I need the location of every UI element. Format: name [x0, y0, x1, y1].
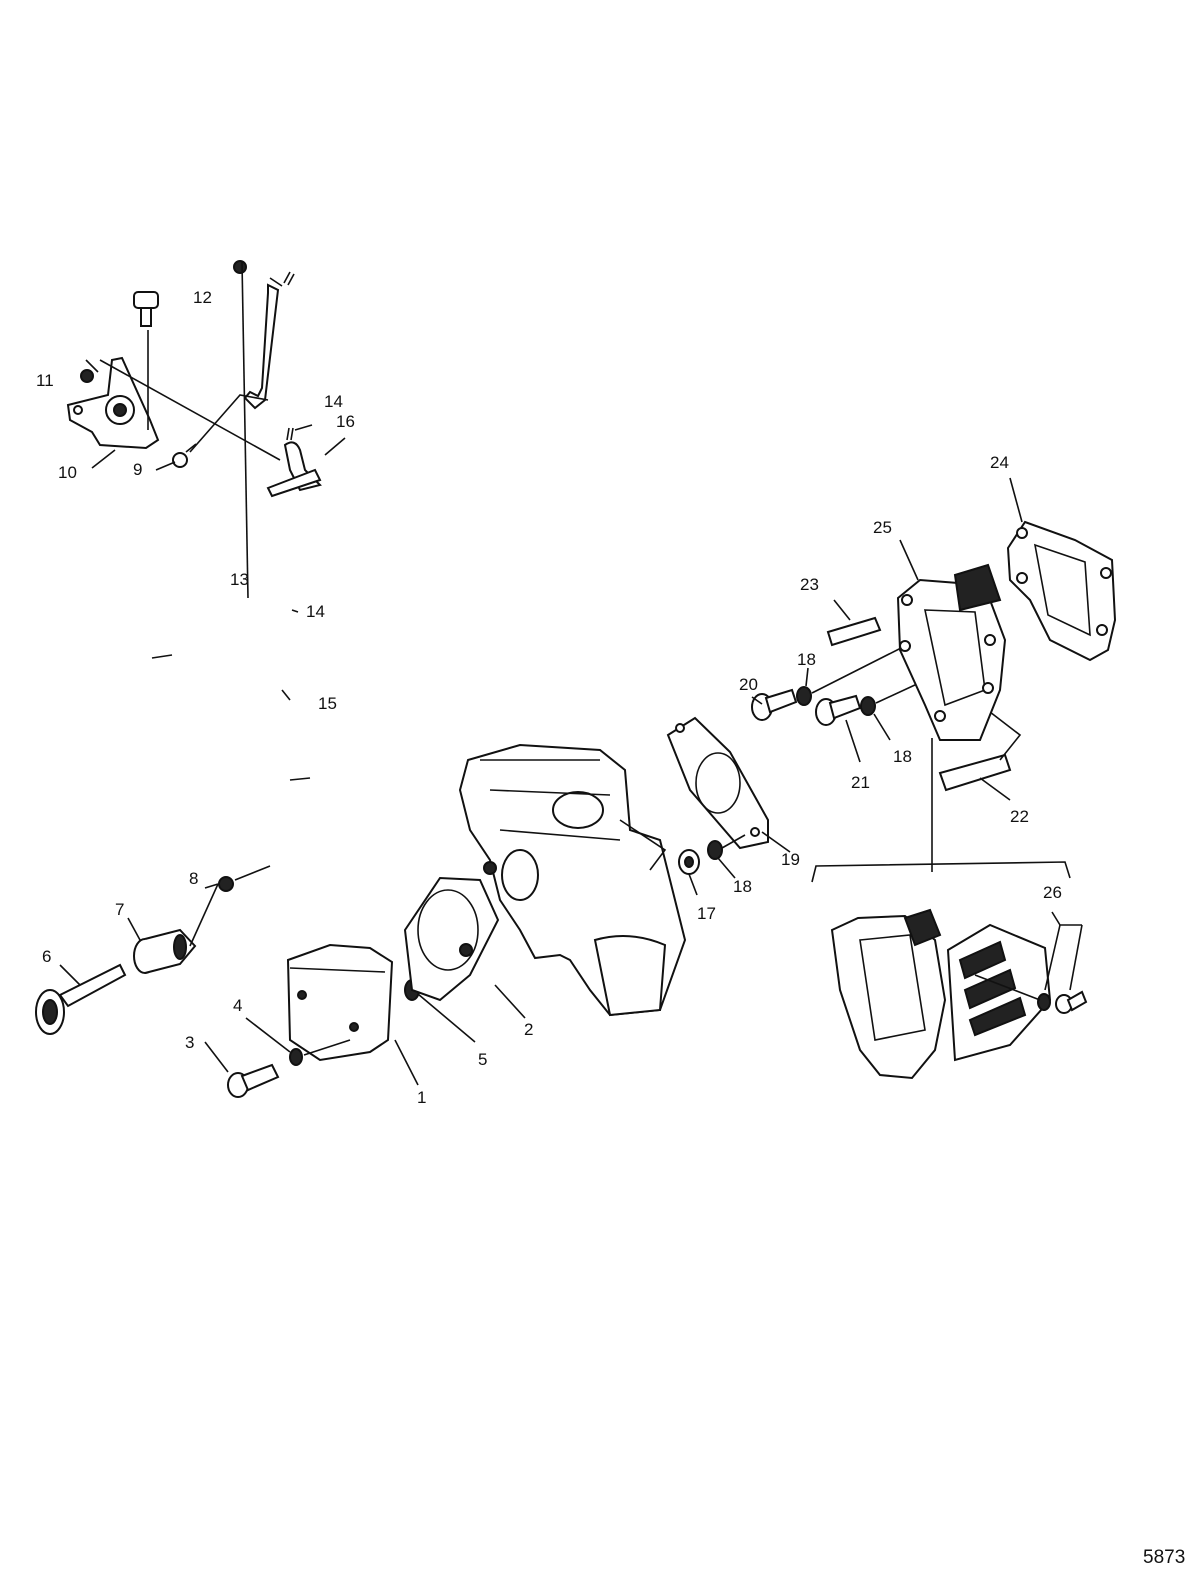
bolt-part: [133, 291, 159, 327]
callout-26: 26: [1043, 883, 1062, 902]
gasket-part: [666, 716, 769, 850]
callout-21: 21: [851, 773, 870, 792]
nut-part: [80, 369, 94, 383]
callout-18a: 18: [733, 877, 752, 896]
callout-4: 4: [233, 996, 242, 1015]
bracket-part: [66, 356, 160, 450]
link-rod-part: [243, 283, 280, 410]
callout-7: 7: [115, 900, 124, 919]
callout-18c: 18: [893, 747, 912, 766]
callout-5: 5: [478, 1050, 487, 1069]
stud-part: [826, 616, 882, 647]
knob-part: [35, 963, 127, 1035]
grommet-part: [218, 876, 234, 892]
callout-15: 15: [318, 694, 337, 713]
carburetor-part: [458, 743, 687, 1017]
callout-6: 6: [42, 947, 51, 966]
washer-part: [860, 696, 876, 716]
bushing-part: [133, 928, 197, 974]
callout-1: 1: [417, 1088, 426, 1107]
nut-part: [233, 260, 247, 274]
callout-24: 24: [990, 453, 1009, 472]
figure-reference-number: 5873: [1143, 1547, 1185, 1568]
callout-22: 22: [1010, 807, 1029, 826]
nut-part: [678, 849, 700, 875]
callout-19: 19: [781, 850, 800, 869]
callout-23: 23: [800, 575, 819, 594]
callout-12: 12: [193, 288, 212, 307]
screw-part: [172, 443, 197, 468]
callout-2: 2: [524, 1020, 533, 1039]
reed-block-part: [896, 563, 1007, 741]
reed-subassembly-part: [830, 908, 1088, 1080]
washer-part: [796, 686, 812, 706]
washer-part: [707, 840, 723, 860]
washer-part: [289, 1048, 303, 1066]
callout-8: 8: [189, 869, 198, 888]
clip-part: [283, 271, 295, 286]
callout-11: 11: [36, 371, 54, 390]
callout-20: 20: [739, 675, 758, 694]
callout-14a: 14: [306, 602, 325, 621]
hose-part: [266, 468, 322, 498]
stud-part: [938, 753, 1012, 792]
callout-9: 9: [133, 460, 142, 479]
callout-25: 25: [873, 518, 892, 537]
callout-18b: 18: [797, 650, 816, 669]
callout-17: 17: [697, 904, 716, 923]
callout-16: 16: [336, 412, 355, 431]
callout-3: 3: [185, 1033, 194, 1052]
plate-part: [403, 876, 500, 1002]
callout-14b: 14: [324, 392, 343, 411]
cover-part: [286, 943, 394, 1062]
bolt-part: [751, 688, 798, 721]
callout-10: 10: [58, 463, 77, 482]
callout-13: 13: [230, 570, 249, 589]
bolt-part: [227, 1063, 280, 1098]
gasket-part: [1006, 520, 1117, 662]
bolt-part: [815, 694, 862, 726]
clip-part: [286, 427, 294, 441]
